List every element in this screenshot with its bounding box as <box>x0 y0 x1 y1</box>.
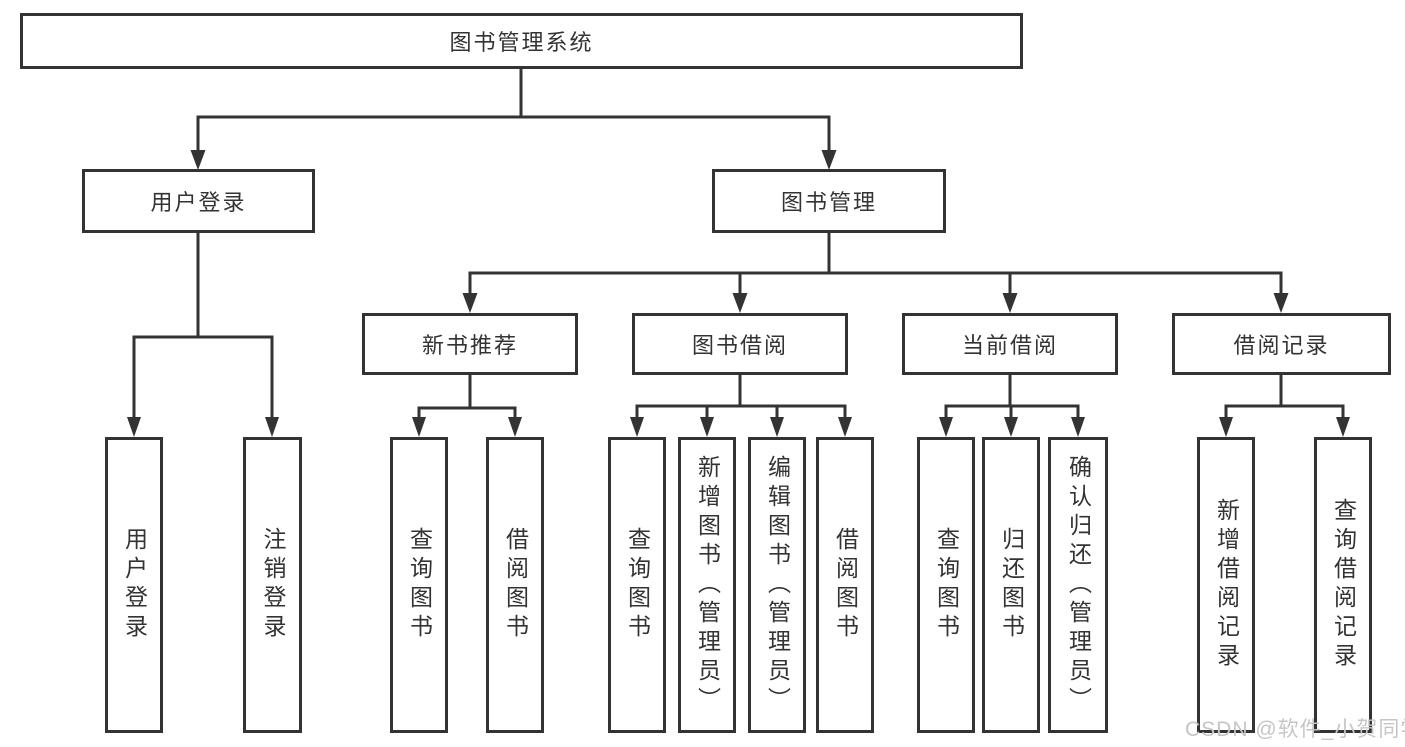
leaf-bb-edit-books-admin: 编辑图书（管理员） <box>748 437 806 733</box>
node-new-book-recommend: 新书推荐 <box>362 313 578 375</box>
leaf-cb-query-books: 查询图书 <box>917 437 975 733</box>
leaf-bb-query-books: 查询图书 <box>608 437 666 733</box>
node-user-login: 用户登录 <box>82 169 315 233</box>
leaf-bb-edit-books-admin-label: 编辑图书（管理员） <box>764 454 791 716</box>
edge-borrow-record <box>1224 375 1345 419</box>
leaf-cb-query-books-label: 查询图书 <box>933 527 960 643</box>
node-book-management-label: 图书管理 <box>780 190 877 215</box>
leaf-nb-query-books: 查询图书 <box>390 437 448 733</box>
arrowheads <box>127 150 1350 437</box>
node-user-login-label: 用户登录 <box>150 190 247 215</box>
leaf-nb-borrow-books-label: 借阅图书 <box>502 527 529 643</box>
edge-current-borrow <box>944 375 1080 419</box>
node-borrow-records: 借阅记录 <box>1172 313 1391 375</box>
leaf-nb-borrow-books: 借阅图书 <box>486 437 544 733</box>
leaf-br-add-record: 新增借阅记录 <box>1197 437 1255 733</box>
edge-user-login <box>132 233 274 419</box>
leaf-br-add-record-label: 新增借阅记录 <box>1213 498 1240 672</box>
leaf-cb-confirm-return-admin-label: 确认归还（管理员） <box>1065 454 1092 716</box>
leaf-bb-add-books-admin: 新增图书（管理员） <box>678 437 736 733</box>
leaf-bb-add-books-admin-label: 新增图书（管理员） <box>694 454 721 716</box>
leaf-logout-label: 注销登录 <box>260 527 286 643</box>
leaf-bb-query-books-label: 查询图书 <box>624 527 651 643</box>
leaf-nb-query-books-label: 查询图书 <box>406 527 433 643</box>
leaf-br-query-record-label: 查询借阅记录 <box>1330 498 1357 672</box>
node-root: 图书管理系统 <box>20 13 1023 69</box>
leaf-logout: 注销登录 <box>243 437 302 733</box>
leaf-cb-return-books-label: 归还图书 <box>998 527 1025 643</box>
node-borrow-records-label: 借阅记录 <box>1233 333 1330 358</box>
leaf-cb-confirm-return-admin: 确认归还（管理员） <box>1048 437 1108 733</box>
leaf-user-login-label: 用户登录 <box>121 527 148 643</box>
edge-book-borrow <box>635 375 847 419</box>
node-book-borrowing-label: 图书借阅 <box>691 333 788 358</box>
leaf-cb-return-books: 归还图书 <box>982 437 1040 733</box>
node-current-borrowing-label: 当前借阅 <box>961 333 1058 358</box>
leaf-br-query-record: 查询借阅记录 <box>1314 437 1372 733</box>
edge-new-book <box>417 375 517 419</box>
node-new-book-recommend-label: 新书推荐 <box>421 333 518 358</box>
edge-root <box>196 69 831 152</box>
node-book-management: 图书管理 <box>712 169 946 233</box>
leaf-bb-borrow-books-label: 借阅图书 <box>832 527 859 643</box>
node-book-borrowing: 图书借阅 <box>632 313 848 375</box>
leaf-bb-borrow-books: 借阅图书 <box>816 437 874 733</box>
node-root-label: 图书管理系统 <box>449 30 594 55</box>
csdn-watermark: CSDN @软件_小贺同学 <box>1185 718 1405 741</box>
node-current-borrowing: 当前借阅 <box>902 313 1118 375</box>
edge-book-management <box>468 233 1283 295</box>
leaf-user-login: 用户登录 <box>105 437 163 733</box>
